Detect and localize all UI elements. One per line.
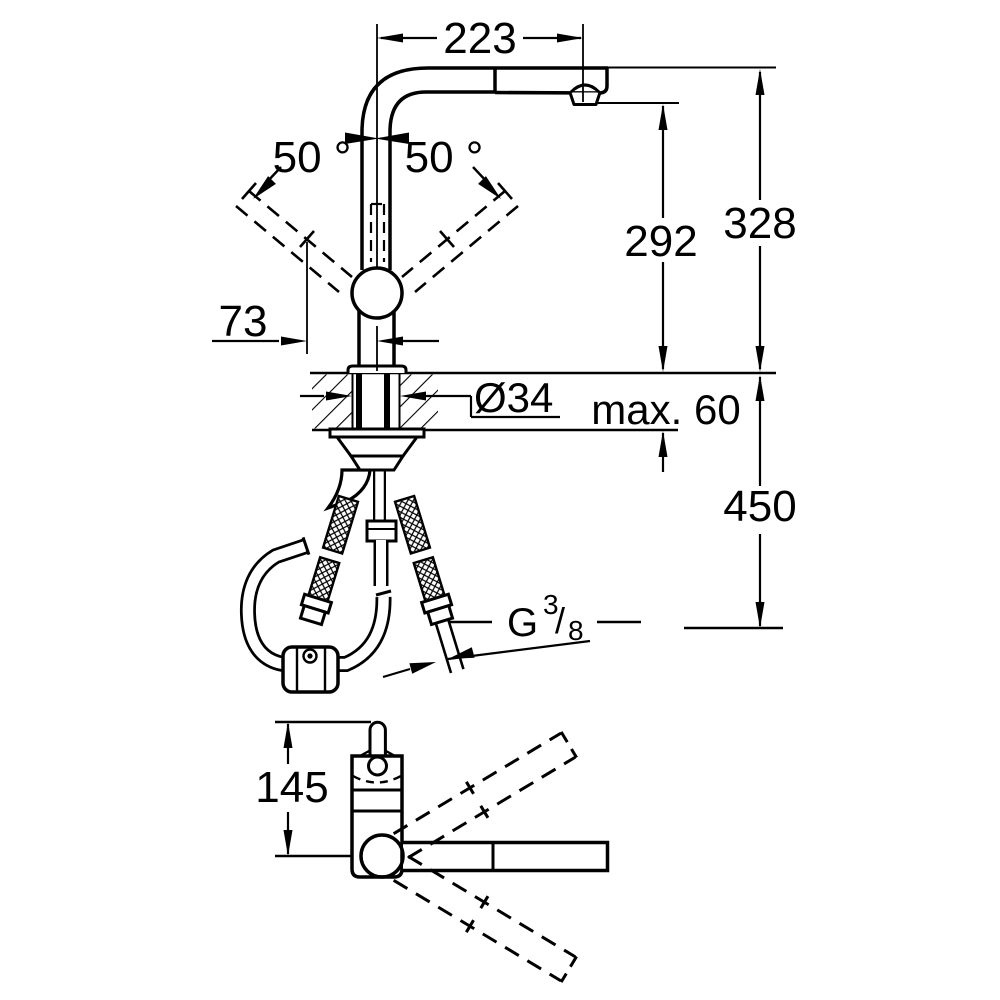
top-view-body — [350, 720, 610, 879]
spout-plan — [403, 840, 610, 873]
below-deck-assembly — [239, 374, 465, 694]
threaded-shank-right — [384, 374, 390, 430]
angle-arrow-left — [345, 132, 379, 144]
label-deck-thickness: max. 60 — [591, 386, 740, 433]
angle-arrow-right — [375, 132, 409, 144]
lever-tip — [368, 720, 387, 755]
dimension-height-underside: 292 — [597, 102, 698, 372]
label-front-projection: 145 — [255, 763, 328, 812]
deck-hatch-left — [312, 374, 352, 429]
dimension-deck-thickness: max. 60 — [591, 386, 741, 472]
mounting-nut — [334, 435, 420, 458]
body-dome-hidden-edge — [352, 774, 402, 784]
label-thread-denominator: 8 — [568, 615, 584, 646]
swivel-position-upper — [392, 731, 578, 859]
spout-pivot — [359, 833, 405, 879]
lever-pivot — [367, 755, 388, 777]
supply-hose-right — [393, 494, 465, 674]
swivel-position-lower — [392, 855, 578, 983]
dimension-spout-reach: 223 — [377, 14, 584, 102]
label-spout-reach: 223 — [443, 14, 516, 63]
swivel-range — [235, 182, 519, 293]
hose-connector — [365, 519, 398, 543]
label-swivel-right: 50 ° — [405, 133, 484, 182]
callout-thread: G 3 / 8 — [382, 589, 641, 679]
mousseur-dome — [569, 83, 601, 94]
spout-outer-edge — [360, 66, 608, 270]
label-swivel-left: 50 ° — [273, 133, 352, 182]
label-body-offset: 73 — [219, 297, 268, 346]
label-thread-numerator: 3 — [543, 589, 559, 620]
hose-weight — [281, 645, 340, 694]
threaded-shank-left — [356, 374, 362, 430]
deck-hatch-right — [400, 374, 438, 429]
spout-head — [494, 68, 609, 95]
dimension-body-offset: 73 — [212, 242, 439, 354]
dimension-swivel-angles: 50 ° 50 ° — [253, 132, 501, 199]
dimension-height-top: 328 — [608, 66, 797, 372]
supply-hose-left — [298, 494, 360, 627]
label-hole-diameter: Ø34 — [474, 374, 553, 421]
dimension-hose-length: 450 — [684, 375, 797, 630]
pullout-hose-loop — [239, 536, 392, 672]
spout-inner-edge — [388, 90, 495, 270]
label-thread-slash: / — [555, 600, 565, 641]
label-height-top: 328 — [723, 199, 796, 248]
side-view: 50 ° 50 ° 223 292 328 — [212, 14, 797, 694]
mousseur — [568, 92, 602, 106]
ball-joint — [350, 266, 404, 320]
label-hose-length: 450 — [723, 482, 796, 531]
label-thread-g: G — [507, 601, 538, 645]
dimension-front-projection: 145 — [255, 720, 371, 858]
label-height-underside: 292 — [624, 217, 697, 266]
top-view: 145 — [255, 720, 610, 983]
mounting-hardware — [328, 427, 426, 472]
dimension-hole-diameter: Ø34 — [300, 374, 560, 421]
faucet-body — [346, 24, 609, 373]
